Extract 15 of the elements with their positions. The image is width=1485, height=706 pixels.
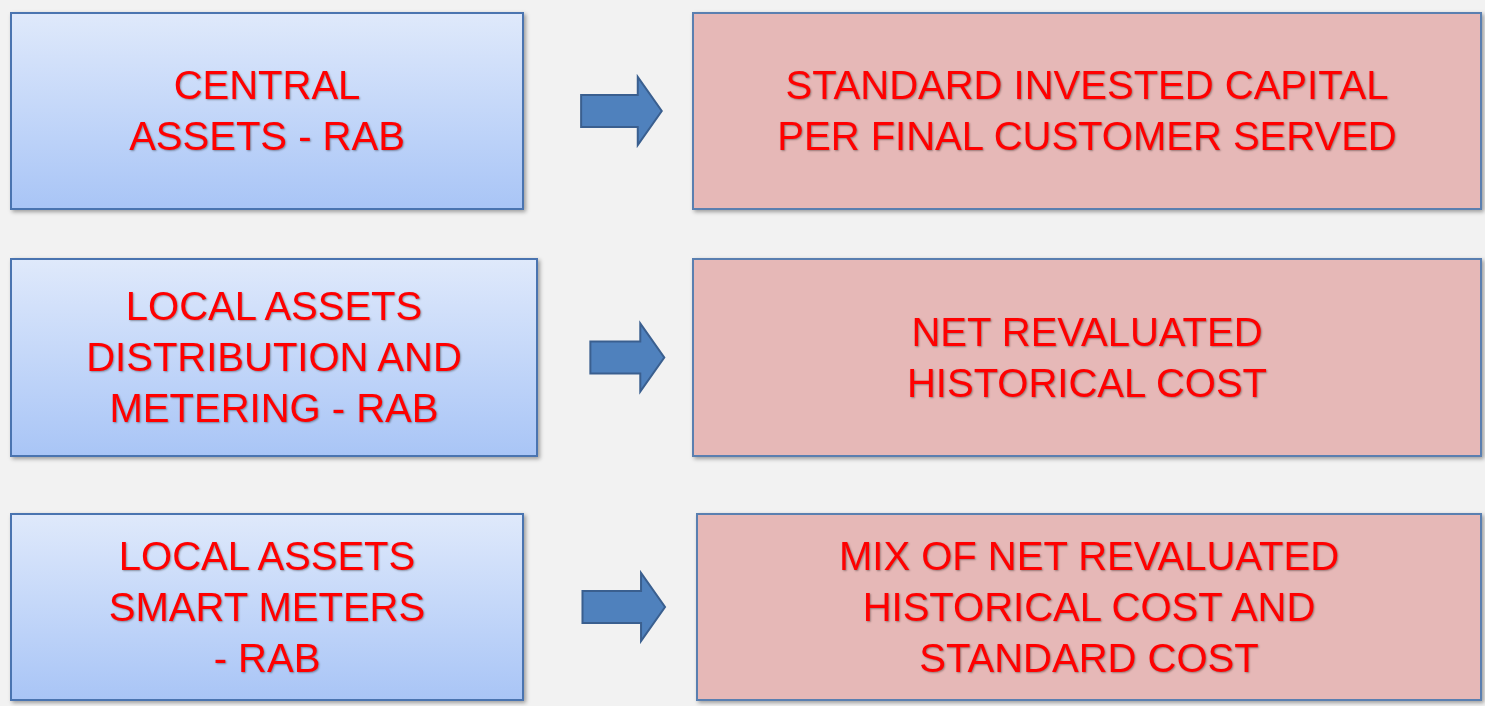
box-label: LOCAL ASSETS SMART METERS - RAB: [107, 532, 427, 682]
box-label: LOCAL ASSETS DISTRIBUTION AND METERING - RAB: [85, 283, 463, 432]
process-box: [10, 258, 538, 457]
box-label: STANDARD INVESTED CAPITAL PER FINAL CUSTOMER SERVED: [776, 62, 1398, 160]
process-box: [696, 513, 1482, 701]
block-arrow: [589, 320, 666, 395]
box-label: CENTRAL ASSETS - RAB: [128, 62, 406, 160]
process-box: [692, 12, 1482, 210]
block-arrow: [580, 73, 663, 149]
process-box: [10, 513, 524, 701]
box-label: NET REVALUATED HISTORICAL COST: [905, 308, 1269, 407]
process-box: [10, 12, 524, 210]
box-label: MIX OF NET REVALUATED HISTORICAL COST AND STANDARD COST: [837, 532, 1341, 682]
process-box: [692, 258, 1482, 457]
block-arrow: [581, 569, 667, 645]
